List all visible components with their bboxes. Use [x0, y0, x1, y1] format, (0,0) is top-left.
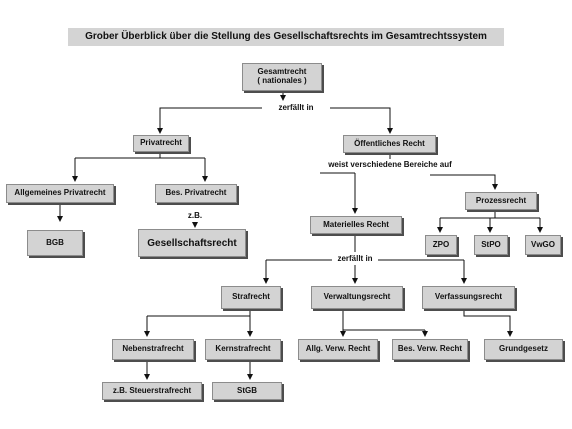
node-steuerstrafrecht: z.B. Steuerstrafrecht	[102, 382, 202, 400]
node-stgb: StGB	[212, 382, 282, 400]
connector-to-privatrecht	[157, 107, 262, 134]
node-vwgo: VwGO	[525, 235, 561, 255]
node-grundgesetz: Grundgesetz	[484, 339, 563, 360]
label-zerfaellt-in-2: zerfällt in	[332, 254, 378, 264]
node-allg-verw-recht: Allg. Verw. Recht	[298, 339, 378, 360]
node-strafrecht: Strafrecht	[221, 286, 281, 309]
node-zpo: ZPO	[425, 235, 457, 255]
node-privatrecht: Privatrecht	[133, 135, 189, 152]
node-gesellschaftsrecht: Gesellschaftsrecht	[138, 229, 246, 257]
node-bes-privatrecht: Bes. Privatrecht	[155, 184, 237, 203]
node-gesamtrecht-line2: ( nationales )	[257, 76, 307, 85]
node-prozessrecht: Prozessrecht	[465, 192, 537, 210]
label-zerfaellt-in-1: zerfällt in	[262, 103, 330, 113]
node-bgb: BGB	[27, 230, 83, 256]
diagram-title: Grober Überblick über die Stellung des G…	[68, 28, 504, 46]
node-stpo: StPO	[474, 235, 508, 255]
node-oeffentliches-recht: Öffentliches Recht	[343, 135, 436, 153]
label-weist-bereiche-auf: weist verschiedene Bereiche auf	[320, 160, 460, 170]
connector-to-oeffentliches	[330, 107, 393, 134]
connector-to-grundgesetz	[463, 309, 513, 337]
node-kernstrafrecht: Kernstrafrecht	[205, 339, 281, 360]
node-verwaltungsrecht: Verwaltungsrecht	[311, 286, 403, 309]
node-verfassungsrecht: Verfassungsrecht	[422, 286, 515, 309]
node-nebenstrafrecht: Nebenstrafrecht	[112, 339, 194, 360]
node-gesamtrecht-line1: Gesamtrecht	[257, 67, 307, 77]
connector-to-prozessrecht	[430, 174, 498, 190]
node-bes-verw-recht: Bes. Verw. Recht	[392, 339, 468, 360]
node-materielles-recht: Materielles Recht	[310, 216, 402, 234]
label-zb: z.B.	[183, 211, 207, 221]
node-allgemeines-privatrecht: Allgemeines Privatrecht	[6, 184, 114, 203]
node-gesamtrecht: Gesamtrecht ( nationales )	[242, 63, 322, 91]
